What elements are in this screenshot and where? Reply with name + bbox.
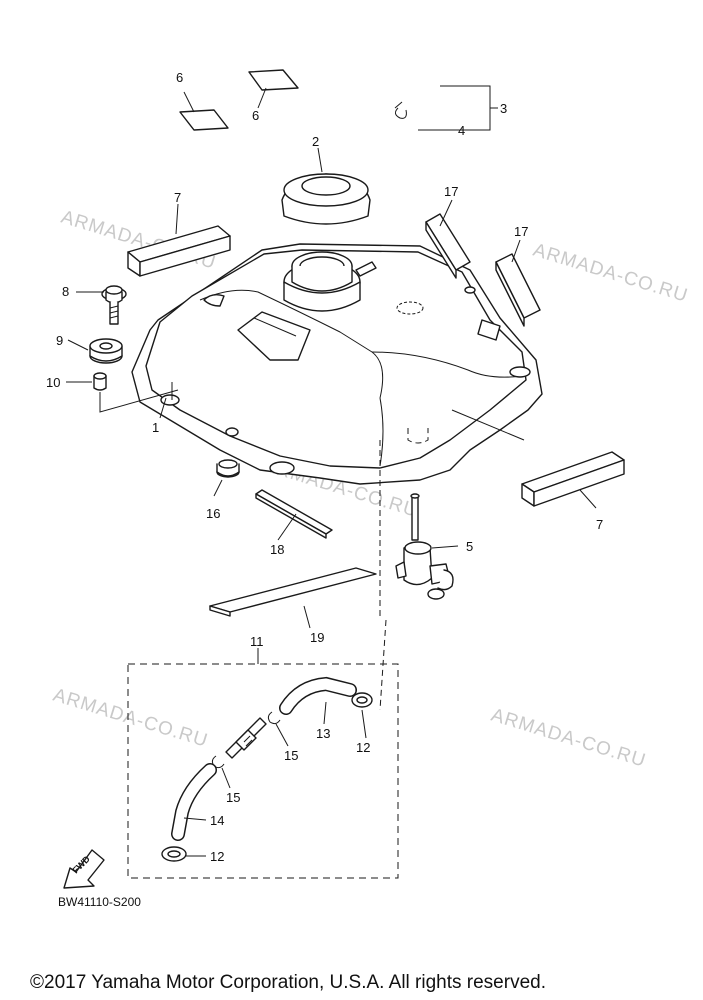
- damper-7-left: [127, 225, 231, 277]
- clip-15-upper: [267, 711, 281, 725]
- damper-17-right: [495, 253, 541, 327]
- filter-kit-box: [127, 663, 399, 879]
- callout-10: 10: [46, 375, 60, 390]
- breather-hose: [128, 49, 445, 232]
- callout-12-lower: 12: [210, 849, 224, 864]
- plate-19: [209, 567, 377, 617]
- fuel-cap: [281, 173, 371, 225]
- callout-8: 8: [62, 284, 69, 299]
- pad-6-lower: [179, 109, 229, 131]
- callout-6-lower: 6: [252, 108, 259, 123]
- watermark-bottom-left: ARMADA-CO.RU: [51, 685, 211, 752]
- watermark-bottom-right: ARMADA-CO.RU: [489, 705, 649, 772]
- callout-12-upper: 12: [356, 740, 370, 755]
- collar-10: [93, 372, 107, 391]
- callout-17-right: 17: [514, 224, 528, 239]
- damper-17-left: [425, 213, 471, 279]
- callout-14: 14: [210, 813, 224, 828]
- callout-15-lower: 15: [226, 790, 240, 805]
- callout-7-right: 7: [596, 517, 603, 532]
- callout-17-left: 17: [444, 184, 458, 199]
- fuel-cock: [395, 493, 454, 600]
- fuel-filter: [225, 717, 267, 759]
- bolt-8: [101, 285, 127, 325]
- callout-6-upper: 6: [176, 70, 183, 85]
- pad-6-upper: [248, 69, 299, 91]
- callout-leaders: [66, 85, 597, 857]
- callout-13: 13: [316, 726, 330, 741]
- hose-13: [279, 676, 357, 715]
- fuel-tank: [131, 243, 543, 485]
- dashed-leaders: [379, 428, 429, 711]
- callout-numbers: 1 2 3 4 5 6 6 7 7 8 9 10 11 12 12 13 14 …: [46, 70, 603, 864]
- copyright-notice: ©2017 Yamaha Motor Corporation, U.S.A. A…: [30, 972, 546, 993]
- callout-15-upper: 15: [284, 748, 298, 763]
- callout-5: 5: [466, 539, 473, 554]
- callout-9: 9: [56, 333, 63, 348]
- grommet-9: [89, 338, 123, 364]
- damper-7-right: [521, 451, 625, 507]
- callout-2: 2: [312, 134, 319, 149]
- diagram-code: BW41110-S200: [58, 895, 141, 909]
- clamp-12-upper: [351, 692, 373, 708]
- callout-18: 18: [270, 542, 284, 557]
- callout-3: 3: [500, 101, 507, 116]
- hose-14: [171, 763, 217, 841]
- grommet-16: [216, 459, 240, 478]
- callout-4: 4: [458, 123, 465, 138]
- callout-1: 1: [152, 420, 159, 435]
- callout-7-left: 7: [174, 190, 181, 205]
- callout-11: 11: [250, 634, 264, 649]
- callout-16: 16: [206, 506, 220, 521]
- clamp-12-lower: [161, 846, 187, 862]
- fwd-arrow: FWD: [63, 849, 105, 889]
- watermark-top-right: ARMADA-CO.RU: [531, 240, 691, 307]
- strip-18: [255, 489, 333, 539]
- callout-19: 19: [310, 630, 324, 645]
